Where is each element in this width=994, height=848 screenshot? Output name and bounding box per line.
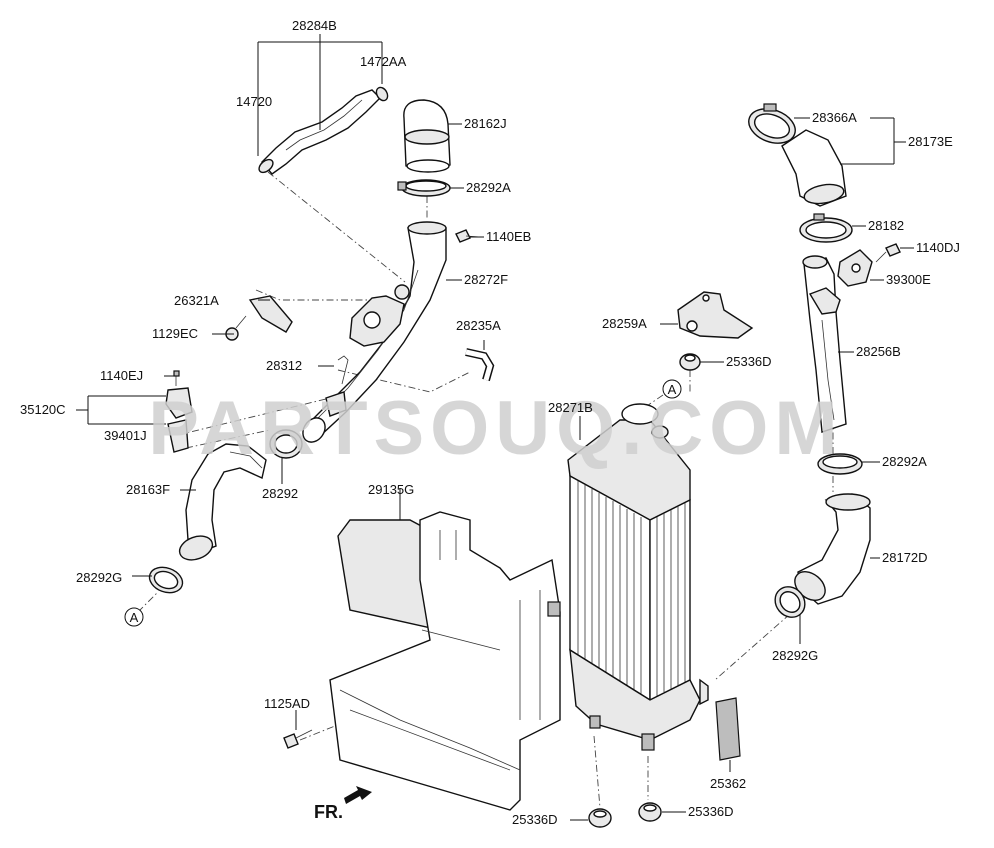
label-1125AD: 1125AD [264, 696, 310, 711]
grommet-25336D-br [638, 802, 662, 822]
label-28312: 28312 [266, 358, 302, 373]
label-39401J: 39401J [104, 428, 147, 443]
ref-marker-a-right: A [662, 379, 682, 399]
bolt-1140EB [455, 229, 481, 243]
grommet-25336D-mid [679, 353, 701, 371]
label-26321A: 26321A [174, 293, 219, 308]
ref-marker-a-left-text: A [130, 610, 139, 625]
label-28256B: 28256B [856, 344, 901, 359]
front-direction-indicator: FR. [314, 786, 372, 822]
clamp-28292 [269, 429, 303, 459]
hose-28235A [465, 348, 495, 382]
label-1140DJ: 1140DJ [916, 240, 960, 255]
sensor-35120C [165, 370, 193, 453]
label-28284B: 28284B [292, 18, 337, 33]
label-28162J: 28162J [464, 116, 507, 131]
label-25336D-mid: 25336D [726, 354, 772, 369]
pipe-28272F [302, 221, 447, 443]
clamp-28292G-right [774, 586, 806, 618]
label-1140EJ: 1140EJ [100, 368, 143, 383]
hose-28163F [178, 443, 267, 561]
label-1140EB: 1140EB [486, 229, 531, 244]
ref-marker-a-right-text: A [668, 382, 677, 397]
label-14720: 14720 [236, 94, 272, 109]
label-25336D-bl: 25336D [512, 812, 558, 827]
label-29135G: 29135G [368, 482, 414, 497]
bolt-1125AD [283, 729, 313, 749]
clamp-28292A-top [397, 179, 451, 197]
label-28292A-right: 28292A [882, 454, 927, 469]
elbow-28173E [781, 129, 847, 207]
label-25336D-br: 25336D [688, 804, 734, 819]
air-duct-29135G [329, 511, 561, 811]
label-28292A-top: 28292A [466, 180, 511, 195]
grommet-25336D-bl [588, 808, 612, 828]
hose-28284B [258, 86, 389, 175]
label-28292G-right: 28292G [772, 648, 818, 663]
bolt-1140DJ [875, 243, 901, 263]
label-28272F: 28272F [464, 272, 508, 287]
pipe-28256B [802, 255, 847, 433]
part-labels: 28284B 1472AA 14720 28162J 28292A 1140EB… [20, 18, 960, 827]
label-28182: 28182 [868, 218, 904, 233]
label-28259A: 28259A [602, 316, 647, 331]
bolt-1129EC [225, 315, 247, 341]
label-1472AA: 1472AA [360, 54, 407, 69]
label-28173E: 28173E [908, 134, 953, 149]
intercooler-28271B [567, 403, 709, 751]
watermark: PARTSOUQ.COM [148, 386, 843, 471]
bracket-28259A [677, 291, 754, 339]
clamp-28182 [799, 213, 853, 243]
front-arrow-icon [344, 786, 372, 804]
label-39300E: 39300E [886, 272, 931, 287]
pad-25362 [715, 697, 741, 761]
clamp-28292G-left [148, 566, 184, 594]
label-28292G-left: 28292G [76, 570, 122, 585]
label-28271B: 28271B [548, 400, 593, 415]
label-28366A: 28366A [812, 110, 857, 125]
clamp-28366A [748, 103, 796, 144]
clamp-28292A-right [817, 453, 863, 475]
elbow-28162J [403, 99, 451, 173]
label-1129EC: 1129EC [152, 326, 198, 341]
hose-28312 [337, 355, 349, 385]
label-35120C: 35120C [20, 402, 66, 417]
label-28163F: 28163F [126, 482, 170, 497]
label-28292: 28292 [262, 486, 298, 501]
label-28172D: 28172D [882, 550, 928, 565]
bracket-39300E [837, 249, 873, 287]
ref-marker-a-left: A [124, 607, 144, 627]
bracket-26321A [248, 295, 293, 333]
fr-label: FR. [314, 802, 343, 822]
label-25362: 25362 [710, 776, 746, 791]
leader-lines [76, 34, 914, 821]
hose-28172D [794, 493, 871, 605]
label-28235A: 28235A [456, 318, 501, 333]
